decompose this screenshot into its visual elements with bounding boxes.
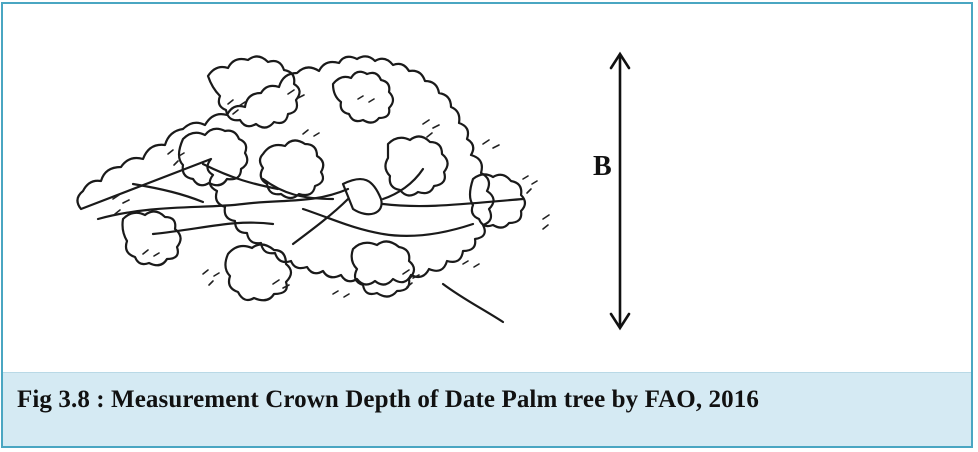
figure-caption: Fig 3.8 : Measurement Crown Depth of Dat… <box>17 386 759 414</box>
crown-depth-label: B <box>593 151 612 182</box>
figure-caption-band: Fig 3.8 : Measurement Crown Depth of Dat… <box>3 372 971 446</box>
double-headed-vertical-arrow-icon <box>611 54 629 328</box>
figure-illustration-area: B <box>3 4 971 372</box>
crown-depth-diagram: B <box>3 4 971 372</box>
